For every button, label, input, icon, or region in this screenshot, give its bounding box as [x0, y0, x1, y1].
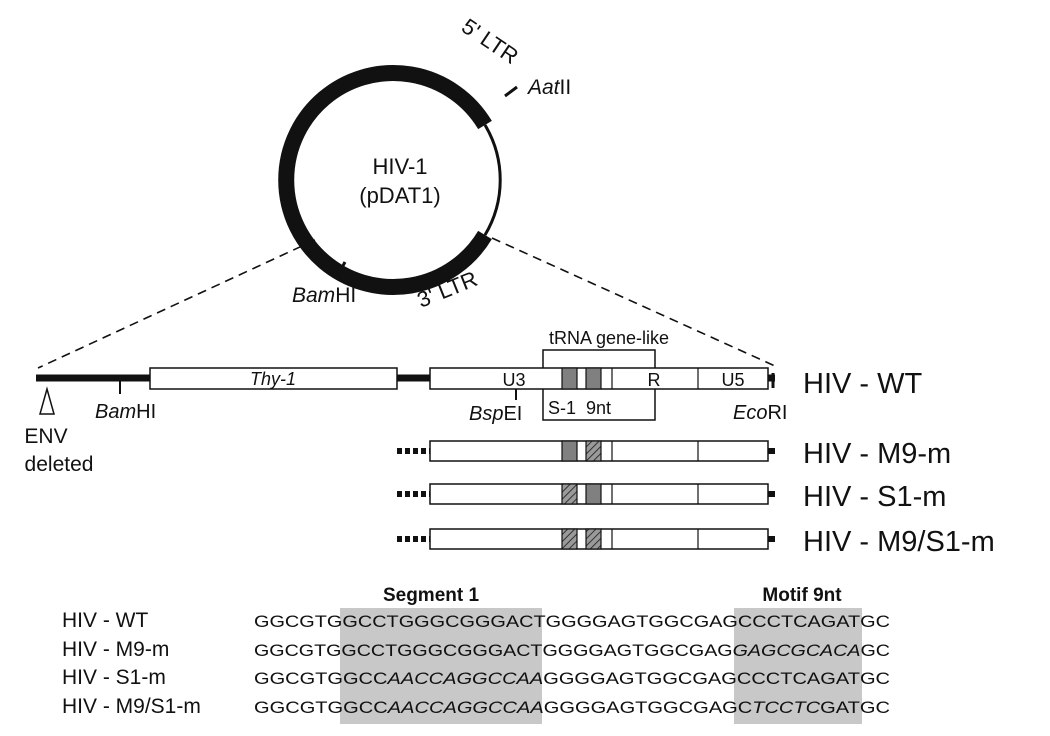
sequence-part: GAGCGCACA: [733, 641, 861, 660]
plasmid-name-line1: HIV-1: [372, 154, 427, 179]
sequence-part: CCCTCAGAT: [737, 669, 860, 688]
env-label-line1: ENV: [24, 425, 67, 448]
bamHI-plasmid-tick: [336, 261, 347, 276]
alignment-row-name: HIV - S1-m: [62, 666, 166, 689]
construct-name-label: HIV - M9/S1-m: [803, 526, 995, 558]
u5-label: U5: [721, 370, 744, 390]
sequence-part: GC: [860, 669, 890, 688]
sequence-part: CCAA: [488, 669, 544, 688]
motif-box-wt: [585, 367, 602, 390]
r-label: R: [648, 370, 661, 390]
env-deletion-triangle-icon: [39, 386, 55, 415]
ecoRI-italic: Eco: [733, 402, 767, 424]
sequence-part: GGCGTG: [254, 612, 342, 631]
sequence-part: GCCTGGGCGGGACT: [341, 641, 542, 660]
bspEI-rest: EI: [503, 403, 522, 425]
sequence-part: AACCAGG: [387, 698, 489, 717]
aatII-tick: [504, 85, 518, 98]
sequence-part: GCCTGGGCGGGACT: [342, 612, 545, 631]
sequence-part: GCC: [343, 669, 387, 688]
sequence-part: GGCGTG: [254, 669, 343, 688]
thy1-label: Thy-1: [250, 369, 296, 389]
motif-header: Motif 9nt: [762, 585, 842, 606]
bamHI-map-italic: Bam: [95, 401, 136, 423]
sequence-part: GC: [860, 698, 890, 717]
ecoRI-rest: RI: [767, 402, 787, 424]
construct-name-label: HIV - S1-m: [803, 481, 946, 513]
sequence-part: GGGGAGTGGCGAG: [542, 641, 732, 660]
bamHI-map-rest: HI: [136, 401, 156, 423]
plasmid-map: HIV-1 (pDAT1) 5' LTR 3' LTR AatII BamHI: [278, 13, 571, 313]
sequence-part: GGGGAGTGGCGAG: [544, 698, 738, 717]
expansion-line-left: [37, 239, 316, 369]
alignment-row-name: HIV - WT: [62, 609, 148, 632]
bamHI-map-label: BamHI: [95, 401, 156, 423]
construct-motif-box: [585, 440, 602, 462]
sequence-part: GC: [860, 641, 890, 660]
bspEI-italic: Bsp: [469, 403, 503, 425]
segment1-highlight: [340, 608, 542, 724]
aatII-label-rest: II: [560, 76, 572, 99]
sequence-part: GGCGTG: [254, 641, 341, 660]
env-label-line2: deleted: [25, 453, 94, 476]
sequence-part: GGGGAGTGGCGAG: [546, 612, 738, 631]
s1-9nt-bracket: [542, 389, 656, 421]
segment1-header: Segment 1: [383, 585, 480, 606]
sequence-part: AACCAGG: [386, 669, 487, 688]
sequence-part: GGCGTG: [254, 698, 343, 717]
motif-highlight: [734, 608, 862, 724]
construct-segment1-box: [561, 440, 578, 462]
bamHI-plasmid-rest: HI: [335, 284, 356, 307]
trna-label: tRNA gene-like: [549, 328, 669, 348]
construct-name-label: HIV - WT: [803, 368, 922, 400]
aatII-label: AatII: [526, 76, 571, 99]
s1-9nt-label: S-1 9nt: [548, 398, 611, 418]
plasmid-backbone-arc: [278, 65, 492, 295]
bspEI-label: BspEI: [469, 403, 522, 425]
construct-segment1-box: [561, 483, 578, 505]
plasmid-thin-arc: [483, 124, 502, 236]
plasmid-name-line2: (pDAT1): [359, 183, 441, 208]
trna-bracket: [542, 349, 656, 368]
construct-motif-box: [585, 528, 602, 550]
construct-name-label: HIV - M9-m: [803, 438, 951, 470]
sequence-part: GCC: [343, 698, 388, 717]
sequence-part: GGGGAGTGGCGAG: [543, 669, 737, 688]
expansion-line-right: [491, 237, 776, 367]
alignment-row-name: HIV - M9-m: [62, 638, 169, 661]
linear-map: Thy-1 U3 R U5 tRNA gene-like S-1 9nt Bam…: [24, 328, 787, 476]
segment1-box-wt: [561, 367, 578, 390]
sequence-part: GAT: [820, 698, 860, 717]
aatII-label-italic: Aat: [526, 76, 561, 99]
sequence-part: C: [738, 698, 752, 717]
construct-motif-box: [585, 483, 602, 505]
sequence-part: CCCTCAGAT: [738, 612, 860, 631]
sequence-part: TCCTC: [752, 698, 821, 717]
alignment-row-name: HIV - M9/S1-m: [62, 695, 201, 718]
bamHI-plasmid-italic: Bam: [292, 284, 335, 307]
construct-segment1-box: [561, 528, 578, 550]
ecoRI-label: EcoRI: [733, 402, 787, 424]
bamHI-plasmid-label: BamHI: [292, 284, 356, 307]
sequence-part: CCAA: [488, 698, 544, 717]
thy1-box: [149, 367, 398, 390]
ltr5-label: 5' LTR: [457, 13, 523, 69]
u3-label: U3: [502, 370, 525, 390]
sequence-part: GC: [860, 612, 890, 631]
